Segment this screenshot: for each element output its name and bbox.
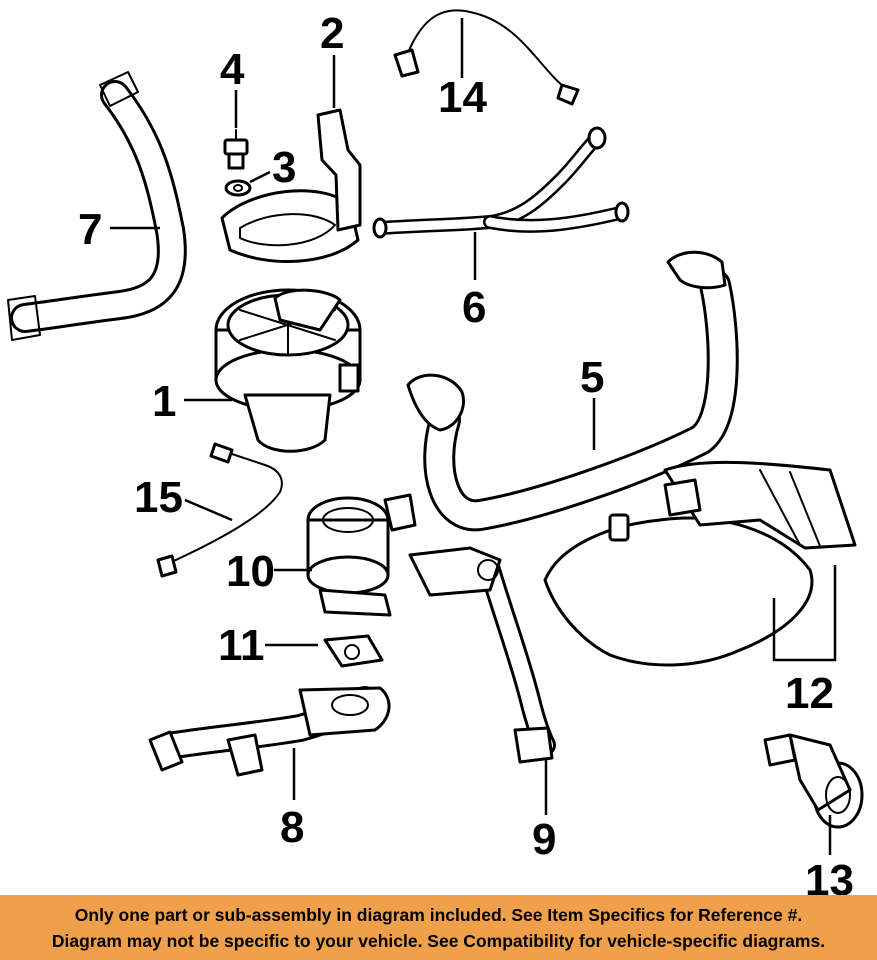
part-5-hose <box>406 250 739 532</box>
part-12-resonator <box>543 460 857 667</box>
callout-3: 3 <box>272 143 296 192</box>
callout-1: 1 <box>152 377 176 426</box>
part-7-hose <box>7 71 187 341</box>
callout-13: 13 <box>805 856 854 895</box>
callout-4: 4 <box>220 45 245 94</box>
disclaimer-line-1: Only one part or sub-assembly in diagram… <box>74 904 803 925</box>
part-10-valve <box>306 493 417 617</box>
part-11-gasket <box>323 634 384 668</box>
callout-12: 12 <box>785 669 834 718</box>
disclaimer-line-2: Diagram may not be specific to your vehi… <box>51 930 826 951</box>
callout-10: 10 <box>226 547 275 596</box>
part-1-air-pump <box>214 288 362 453</box>
callout-15: 15 <box>134 473 183 522</box>
callout-numbers: 1 2 3 4 5 6 7 8 9 10 11 12 13 14 15 <box>78 9 854 895</box>
part-3-nut <box>224 179 252 197</box>
callout-6: 6 <box>462 283 486 332</box>
part-6-y-hose <box>372 126 630 239</box>
parts-diagram: 1 2 3 4 5 6 7 8 9 10 11 12 13 14 15 <box>7 9 864 895</box>
part-8-pipe <box>148 686 391 777</box>
part-2-bracket <box>220 108 362 263</box>
part-4-bolt <box>223 129 249 170</box>
callout-9: 9 <box>532 815 556 864</box>
part-15-sensor-tube <box>156 442 283 578</box>
part-9-pipe <box>408 546 556 764</box>
part-13-check-valve <box>763 733 864 829</box>
callout-2: 2 <box>320 9 344 58</box>
callout-5: 5 <box>580 353 604 402</box>
part-14-sensor-cable <box>393 9 580 106</box>
callout-8: 8 <box>280 803 304 852</box>
callout-7: 7 <box>78 205 102 254</box>
leader-lines <box>110 18 837 855</box>
callout-14: 14 <box>438 73 487 122</box>
callout-11: 11 <box>218 621 265 670</box>
disclaimer-banner: Only one part or sub-assembly in diagram… <box>0 895 877 960</box>
